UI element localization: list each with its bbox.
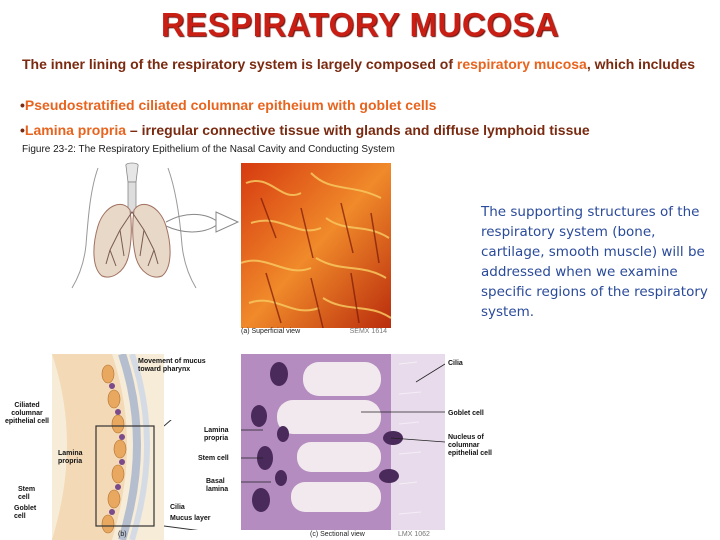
label-cilia-c: Cilia <box>448 360 463 367</box>
bullet2-highlight: Lamina propria <box>24 122 127 138</box>
label-semx: SEMX 1614 <box>349 328 387 335</box>
bullet1-text: Pseudostratified ciliated columnar epith… <box>24 97 437 113</box>
label-stem-cell-c: Stem cell <box>198 455 229 462</box>
intro-highlight: respiratory mucosa <box>456 56 587 72</box>
lungs-illustration <box>71 162 240 289</box>
label-mucus-layer: Mucus layer <box>170 515 211 522</box>
label-lamina-propria-c: Lamina propria <box>204 427 229 442</box>
intro-text: The inner lining of the respiratory syst… <box>22 56 457 72</box>
label-goblet-cell-c: Goblet cell <box>448 410 484 417</box>
micrograph-sectional-view <box>241 354 445 530</box>
label-superficial-view: (a) Superficial view <box>241 328 301 335</box>
intro-tail: , which includes <box>586 56 695 72</box>
bullet1-marker: • <box>20 97 25 113</box>
intro-paragraph: The inner lining of the respiratory syst… <box>22 54 712 74</box>
bullet-lamina-propria: •Lamina propria – irregular connective t… <box>20 120 590 140</box>
epithelium-diagram <box>52 354 164 540</box>
label-stem-cell-b: Stem cell <box>18 486 36 501</box>
label-lmx: LMX 1062 <box>398 531 430 538</box>
figure-caption: Figure 23-2: The Respiratory Epithelium … <box>22 144 395 155</box>
slide-title: RESPIRATORY MUCOSA <box>160 6 560 43</box>
label-b: (b) <box>118 531 127 538</box>
label-ciliated-cell: Ciliated columnar epithelial cell <box>5 402 49 425</box>
zoom-connector <box>164 420 199 530</box>
label-basal-lamina: Basal lamina <box>206 478 229 493</box>
label-goblet-cell-b: Goblet cell <box>14 505 37 520</box>
label-cilia-b: Cilia <box>170 504 185 511</box>
micrograph-superficial-view <box>241 163 391 331</box>
side-note: The supporting structures of the respira… <box>481 204 708 320</box>
label-movement-of-mucus: Movement of mucus toward pharynx <box>138 358 206 373</box>
label-nucleus: Nucleus of columnar epithelial cell <box>448 434 492 457</box>
label-sectional-view: (c) Sectional view <box>310 531 365 538</box>
bullet2-marker: • <box>20 122 25 138</box>
bullet-epithelium: •Pseudostratified ciliated columnar epit… <box>20 95 436 115</box>
bullet2-tail: – irregular connective tissue with gland… <box>126 122 590 138</box>
label-lamina-propria-b: Lamina propria <box>58 450 83 465</box>
